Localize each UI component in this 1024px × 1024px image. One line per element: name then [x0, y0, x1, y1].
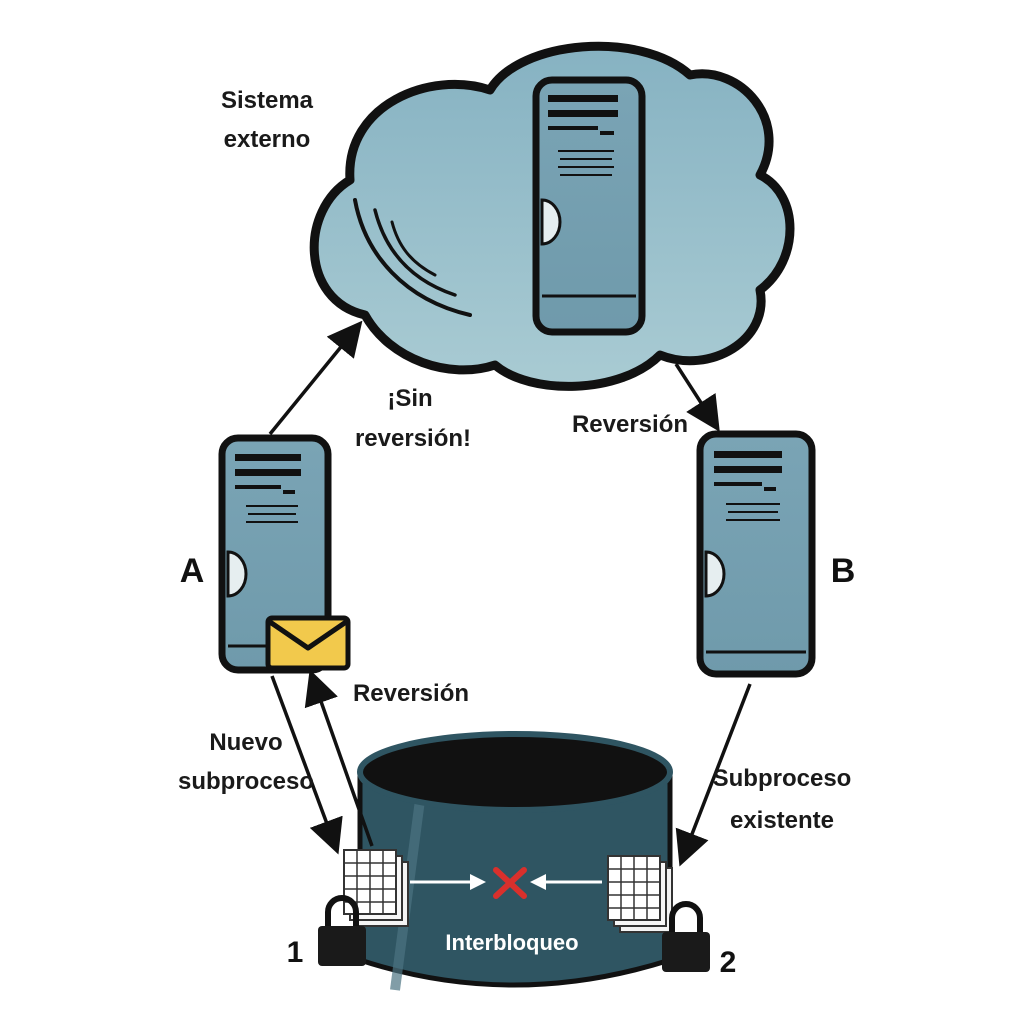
label-lock-1: 1 [287, 936, 304, 969]
arrow-a-to-lock1 [270, 675, 343, 855]
label-external-system-2: externo [224, 126, 311, 153]
padlock-icon-2 [662, 901, 710, 972]
arrow-a-to-external [268, 320, 363, 436]
label-no-rollback-1: ¡Sin [387, 385, 432, 412]
label-new-thread-1: Nuevo [209, 729, 282, 756]
label-rollback-bottom: Reversión [353, 680, 469, 707]
server-icon-b [696, 430, 816, 678]
server-icon-external [532, 76, 646, 336]
arrow-b-to-lock2 [675, 683, 752, 867]
label-server-a: A [180, 552, 205, 590]
arrow-lock1-to-a [304, 669, 374, 847]
label-server-b: B [831, 552, 856, 590]
cross-icon [493, 867, 527, 899]
label-rollback-top: Reversión [572, 411, 688, 438]
deadlock-arrows [410, 874, 602, 890]
label-deadlock: Interbloqueo [445, 930, 578, 955]
arrow-external-to-b [674, 363, 720, 432]
label-existing-thread-1: Subproceso [713, 765, 852, 792]
envelope-icon [265, 615, 351, 671]
label-existing-thread-2: existente [730, 807, 834, 834]
label-external-system-1: Sistema [221, 87, 314, 114]
table-icon-right [607, 855, 673, 933]
label-no-rollback-2: reversión! [355, 425, 471, 452]
label-lock-2: 2 [720, 946, 737, 979]
padlock-icon-1 [318, 895, 366, 966]
label-new-thread-2: subproceso [178, 768, 314, 795]
